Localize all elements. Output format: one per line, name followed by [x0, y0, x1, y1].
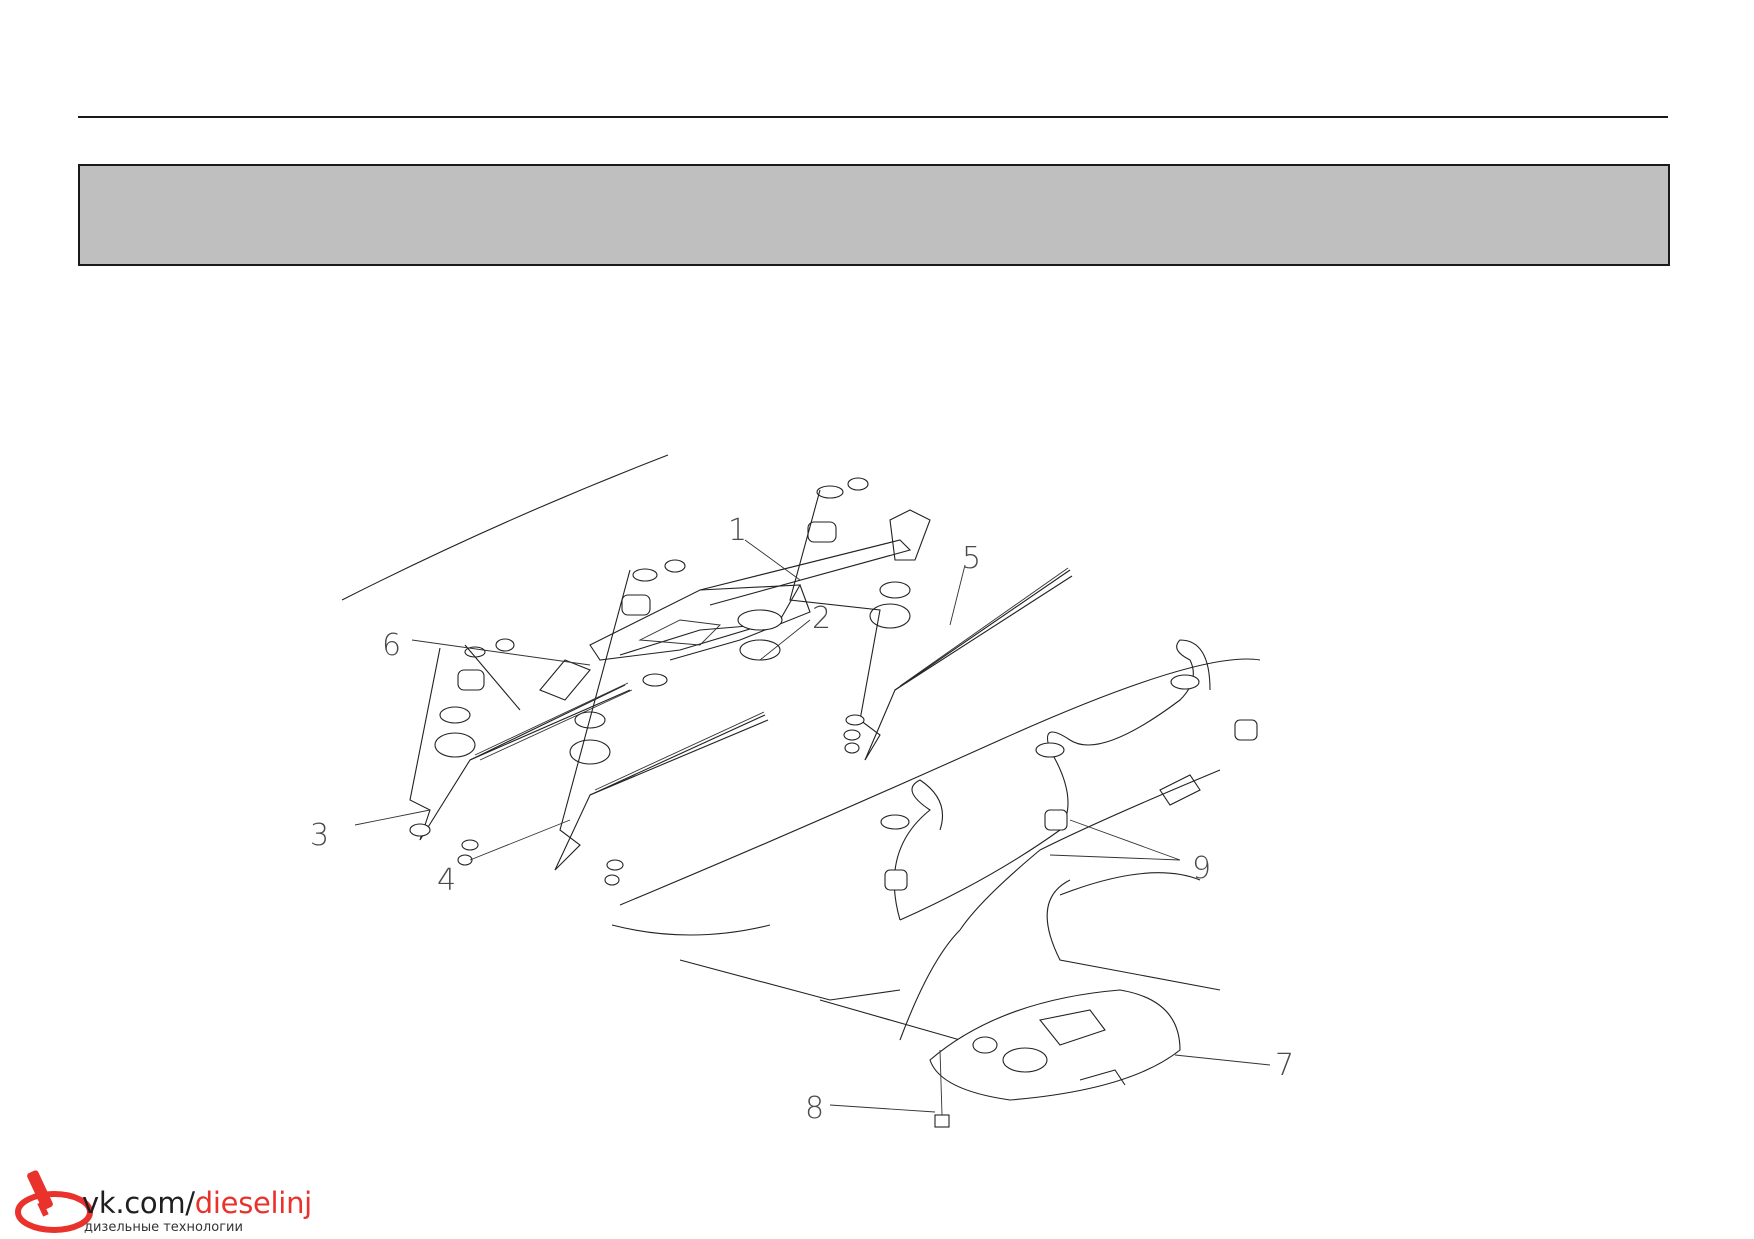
wiper-arm-center	[554, 711, 769, 886]
center-pivot-assembly	[554, 559, 686, 871]
leader-lines	[354, 539, 1271, 1113]
injector-logo-icon	[15, 1170, 93, 1233]
watermark: vk.com/dieselinj дизельные технологии	[14, 1164, 334, 1235]
reservoir-bolt	[934, 1049, 950, 1128]
right-pivot-assembly	[789, 477, 931, 761]
wiper-linkage	[589, 539, 912, 687]
wiper-arm-left	[409, 682, 633, 866]
callout-7: 7	[1275, 1048, 1294, 1083]
callout-9: 9	[1192, 851, 1211, 886]
callout-8: 8	[805, 1091, 824, 1126]
washer-reservoir	[929, 989, 1181, 1101]
watermark-url: vk.com/dieselinj	[82, 1186, 312, 1220]
wiper-arm-right	[843, 567, 1073, 761]
body-outline	[611, 658, 1261, 1041]
windshield-edge	[341, 454, 669, 601]
left-pivot-assembly	[409, 638, 591, 841]
callout-2: 2	[812, 601, 831, 636]
callout-5: 5	[962, 541, 981, 576]
callout-1: 1	[728, 513, 747, 548]
callout-6: 6	[382, 628, 401, 663]
washer-hose-system	[880, 639, 1258, 1041]
header-rule	[78, 116, 1668, 118]
callout-4: 4	[437, 863, 456, 898]
callout-3: 3	[310, 818, 329, 853]
watermark-subtitle: дизельные технологии	[84, 1220, 243, 1235]
title-band	[78, 164, 1670, 266]
